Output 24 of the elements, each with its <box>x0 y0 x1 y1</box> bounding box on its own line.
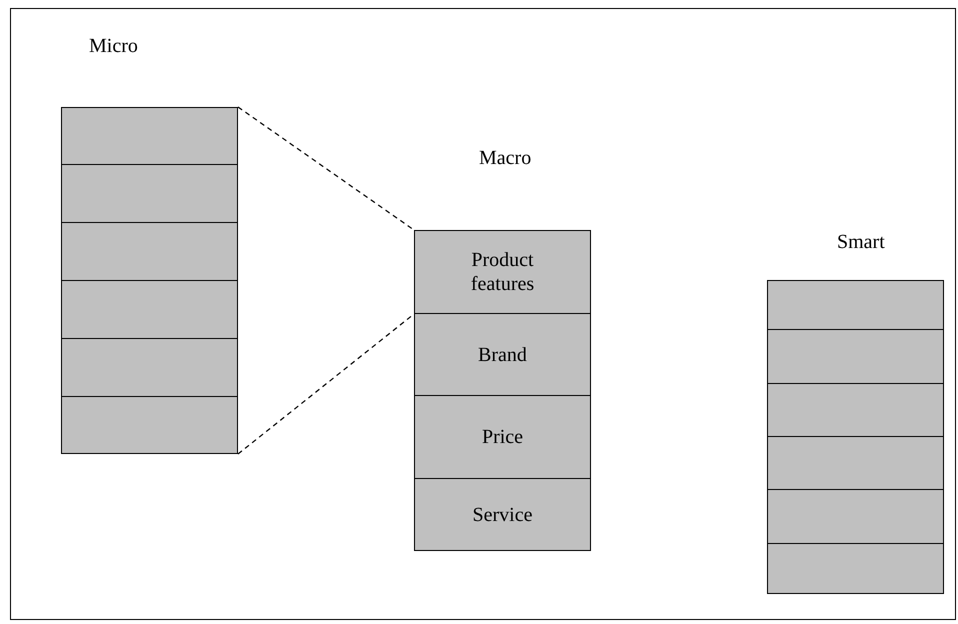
stack-segment <box>61 107 238 165</box>
column-heading: Micro <box>89 35 138 58</box>
stack-segment <box>767 543 944 594</box>
segment-label: Service <box>472 502 534 526</box>
stack-segment <box>61 396 238 454</box>
segment-label: Product features <box>470 248 536 296</box>
segment-label: Price <box>480 425 524 449</box>
stack-segment <box>767 489 944 544</box>
segment-label: Brand <box>477 342 528 366</box>
stack-segment <box>414 230 591 314</box>
dashed-zoom-line <box>238 106 414 230</box>
stack-segment <box>61 222 238 281</box>
stack-segment <box>61 338 238 397</box>
stack-segment <box>414 313 591 396</box>
stack-segment <box>767 436 944 490</box>
stack-segment <box>767 329 944 384</box>
stack-segment <box>414 395 591 479</box>
column-heading: Smart <box>837 231 885 254</box>
column-heading: Macro <box>479 147 532 170</box>
stack-segment <box>414 478 591 551</box>
stack-segment <box>767 280 944 330</box>
stack-segment <box>61 164 238 223</box>
stack-segment <box>61 280 238 339</box>
stack-segment <box>767 383 944 437</box>
